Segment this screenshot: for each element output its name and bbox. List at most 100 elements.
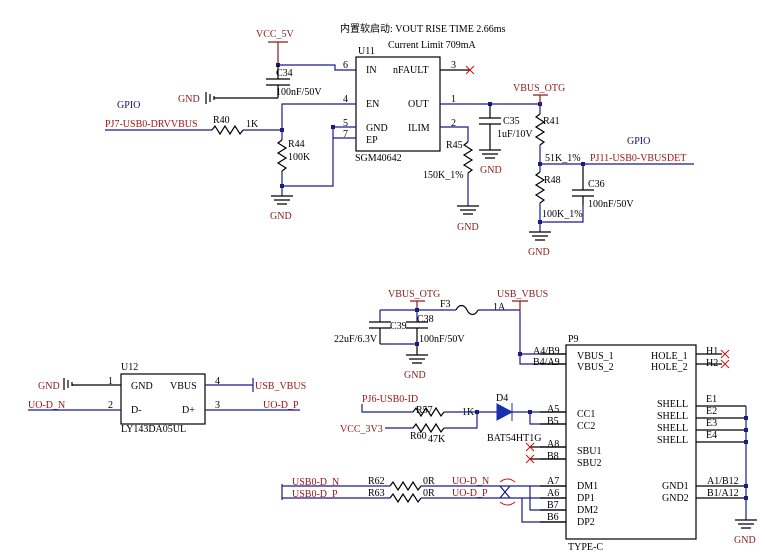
u11-pin-in-num: 6 bbox=[343, 60, 348, 71]
wire-caps-top bbox=[379, 310, 418, 322]
p9-pin-name: HOLE_1 bbox=[651, 351, 688, 362]
u11-pin-out-num: 1 bbox=[451, 94, 456, 105]
net-label-usb0-dn: USB0-D_N bbox=[292, 477, 339, 488]
gnd-symbol-r45 bbox=[457, 205, 479, 215]
p9-pin-name: CC1 bbox=[577, 409, 595, 420]
p9-pin-name: DP1 bbox=[577, 493, 595, 504]
gnd-symbol-shell bbox=[735, 519, 757, 529]
c35-ref: C35 bbox=[503, 116, 520, 127]
net-label-pj11: PJ11-USB0-VBUSDET bbox=[590, 153, 686, 164]
p9-pin-num: B5 bbox=[547, 416, 559, 427]
p9-pin-num: B4/A9 bbox=[533, 357, 560, 368]
p9-pin-num: B8 bbox=[547, 451, 559, 462]
r44-value: 100K bbox=[288, 152, 311, 163]
p9-pin-num: B7 bbox=[547, 500, 559, 511]
wire-r48-bottom bbox=[539, 203, 584, 232]
junction bbox=[744, 496, 748, 500]
net-label-vcc5v: VCC_5V bbox=[256, 29, 295, 40]
junction bbox=[331, 125, 335, 129]
u11-pin-gnd-num: 5 bbox=[343, 118, 348, 129]
u11-pin-out: OUT bbox=[408, 99, 429, 110]
u12-pin-dp-num: 3 bbox=[215, 400, 220, 411]
resistor-r57 bbox=[412, 406, 445, 418]
net-label-vbus-otg-mid: VBUS_OTG bbox=[388, 289, 440, 300]
p9-pin-name: DM2 bbox=[577, 505, 598, 516]
no-connect-nfault bbox=[465, 65, 475, 75]
u11-pin-gnd: GND bbox=[366, 123, 388, 134]
gnd-symbol-c35 bbox=[479, 149, 501, 159]
resistor-r60 bbox=[412, 422, 445, 434]
p9-pin-num: E3 bbox=[706, 418, 717, 429]
u11-pin-en: EN bbox=[366, 99, 379, 110]
r48-value: 100K_1% bbox=[542, 209, 583, 220]
p9-right-stubs bbox=[696, 353, 746, 499]
u11-pin-ilim-num: 2 bbox=[451, 118, 456, 129]
resistor-r44 bbox=[276, 139, 288, 172]
diff-pair-marker bbox=[499, 478, 516, 506]
p9-pin-num: E4 bbox=[706, 430, 717, 441]
diode-d4 bbox=[496, 403, 514, 421]
no-connect-sbu1 bbox=[525, 442, 535, 452]
u12-part: LY143DA05UL bbox=[121, 424, 186, 435]
wire-ilim bbox=[440, 126, 469, 142]
r48-ref: R48 bbox=[544, 175, 561, 186]
p9-pin-num: A7 bbox=[547, 476, 559, 487]
resistor-r63 bbox=[389, 492, 422, 504]
f3-value: 1A bbox=[493, 302, 506, 313]
c39-ref: C39 bbox=[390, 321, 407, 332]
no-connect-hole1 bbox=[720, 349, 730, 359]
wire-vcc5v-stub bbox=[268, 41, 288, 65]
c34-value: 100nF/50V bbox=[276, 87, 322, 98]
u12-pin-dm: D- bbox=[131, 405, 142, 416]
p9-pin-num: A5 bbox=[547, 404, 559, 415]
r63-ref: R63 bbox=[368, 488, 385, 499]
u12-ref: U12 bbox=[121, 362, 138, 373]
junction bbox=[538, 162, 542, 166]
u12-pin-dp: D+ bbox=[182, 405, 195, 416]
p9-pin-num: H2 bbox=[706, 358, 718, 369]
wire-vbus-otg-stub bbox=[533, 94, 548, 104]
p9-pin-name: VBUS_2 bbox=[577, 362, 614, 373]
c38-value: 100nF/50V bbox=[419, 334, 465, 345]
u12-pin-gnd: GND bbox=[131, 381, 153, 392]
capacitor-c34-symbol bbox=[266, 65, 290, 98]
wire-d-lines bbox=[421, 485, 566, 523]
u12-pin-dm-num: 2 bbox=[108, 400, 113, 411]
gpio-label-left: GPIO bbox=[117, 100, 140, 111]
capacitor-c39-symbol bbox=[369, 321, 391, 344]
no-connect-sbu2 bbox=[525, 454, 535, 464]
p9-pin-num: H1 bbox=[706, 346, 718, 357]
u11-pin-ilim: ILIM bbox=[408, 123, 430, 134]
u12-body bbox=[120, 373, 206, 425]
junction bbox=[744, 440, 748, 444]
d4-part: BAT54HT1G bbox=[487, 433, 541, 444]
p9-pin-name: SHELL bbox=[657, 399, 688, 410]
gnd-label-r44: GND bbox=[270, 211, 292, 222]
wire-divider-mid bbox=[539, 145, 694, 172]
net-label-usb0-dp: USB0-D_P bbox=[292, 489, 338, 500]
junction bbox=[538, 220, 542, 224]
p9-pin-name: SHELL bbox=[657, 435, 688, 446]
u11-pin-in: IN bbox=[366, 65, 377, 76]
p9-left-stubs bbox=[540, 353, 566, 523]
c35-value: 1uF/10V bbox=[497, 129, 533, 140]
c34-ref: C34 bbox=[276, 68, 293, 79]
current-limit-note: Current Limit 709mA bbox=[388, 40, 477, 51]
r40-value: 1K bbox=[246, 119, 259, 130]
u11-pin-en-num: 4 bbox=[343, 94, 348, 105]
gnd-label-c35: GND bbox=[480, 165, 502, 176]
p9-pin-num: A8 bbox=[547, 439, 559, 450]
r40-ref: R40 bbox=[213, 115, 230, 126]
wire-pj6 bbox=[361, 404, 413, 413]
c36-ref: C36 bbox=[588, 179, 605, 190]
gnd-label-u12: GND bbox=[38, 381, 60, 392]
gnd-symbol-r44 bbox=[271, 195, 293, 205]
no-connect-hole2 bbox=[720, 359, 730, 369]
wire-usb-vbus-stub bbox=[512, 300, 528, 310]
p9-pin-num: B6 bbox=[547, 512, 559, 523]
d4-ref: D4 bbox=[496, 393, 508, 404]
gpio-label-right: GPIO bbox=[627, 136, 650, 147]
gnd-symbol-caps bbox=[406, 354, 428, 364]
p9-pin-name: VBUS_1 bbox=[577, 351, 614, 362]
